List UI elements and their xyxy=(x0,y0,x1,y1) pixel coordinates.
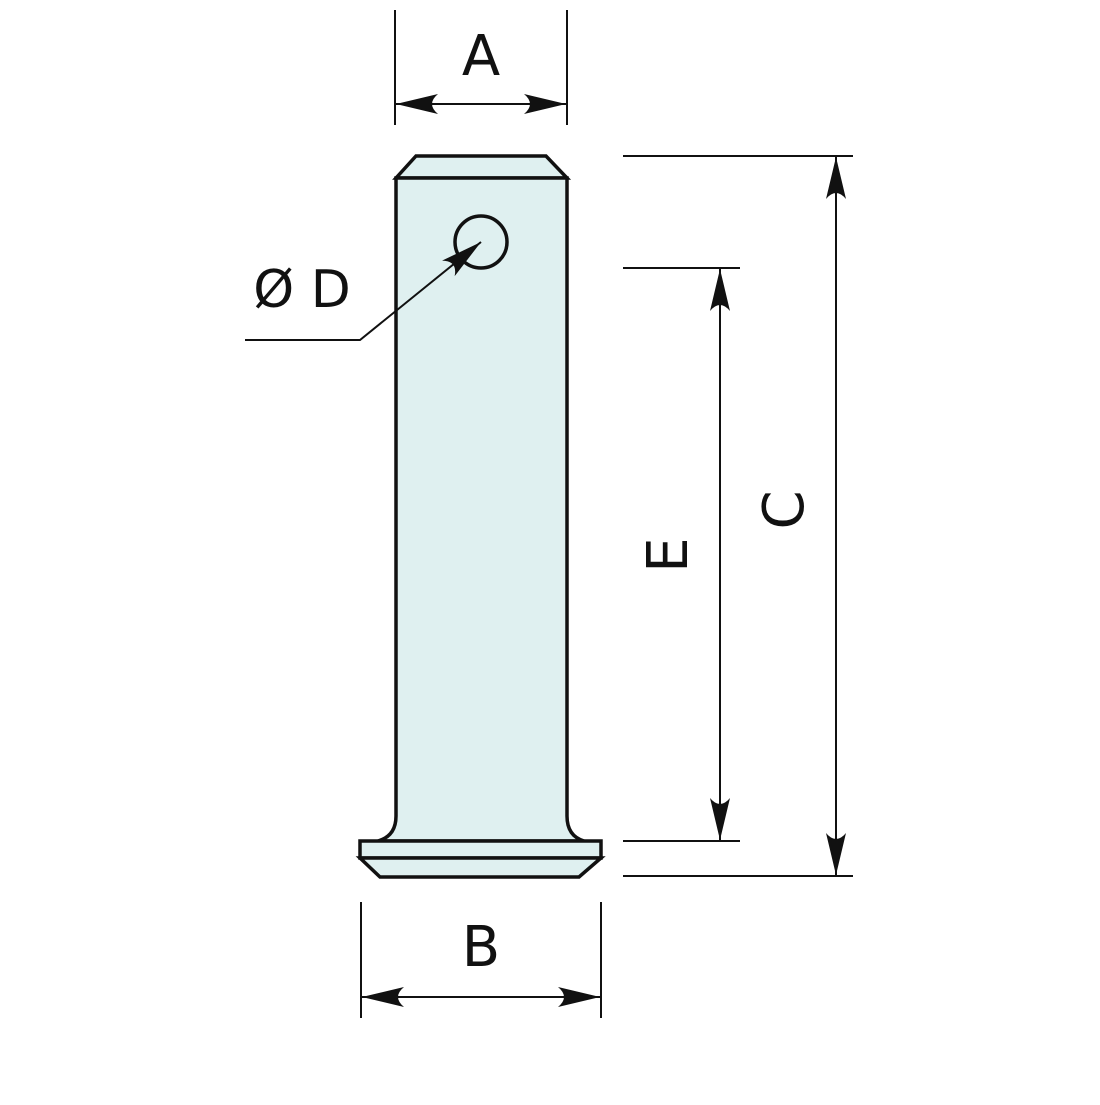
pin-head-upper xyxy=(358,839,603,860)
pin-body xyxy=(355,154,606,879)
label-b: B xyxy=(462,915,500,980)
dimension-a xyxy=(394,10,568,125)
label-c: C xyxy=(752,490,817,529)
dimension-d-leader xyxy=(245,241,482,341)
dimension-e xyxy=(623,267,740,842)
dimension-d-leader-line xyxy=(245,241,482,341)
pin-head-chamfer xyxy=(355,856,606,879)
dimension-b xyxy=(360,902,602,1018)
label-e: E xyxy=(636,537,701,572)
pin-shaft xyxy=(377,176,585,843)
label-a: A xyxy=(462,24,500,89)
dimension-c xyxy=(623,155,853,877)
label-d: Ø D xyxy=(253,260,351,320)
pin-top-chamfer xyxy=(392,154,572,180)
